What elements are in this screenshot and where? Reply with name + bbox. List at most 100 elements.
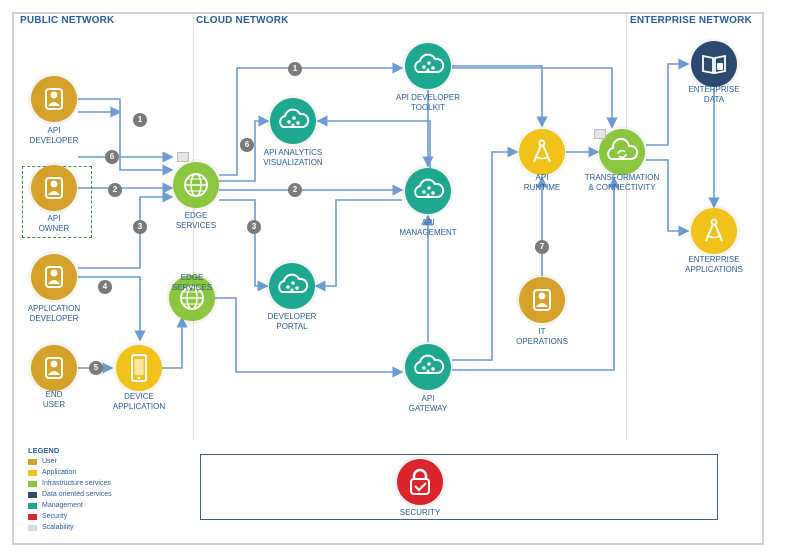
label-line: API (421, 218, 435, 227)
cloud-network-icon (414, 178, 445, 198)
legend-swatch (28, 480, 37, 487)
book-icon (702, 54, 726, 75)
step-badge: 6 (240, 138, 254, 152)
legend-title: LEGEND (28, 446, 60, 455)
compass-icon (705, 218, 723, 242)
label-line: TRANSFORMATION (584, 173, 660, 182)
cloud-network-icon (414, 53, 445, 73)
api-analytics-node (270, 98, 316, 144)
person-icon (45, 357, 63, 379)
legend-label: Management (42, 502, 83, 509)
api-runtime-node (519, 129, 565, 175)
label-line: API DEVELOPER (395, 93, 461, 102)
end-user-node (31, 345, 77, 391)
connector-line (78, 98, 174, 176)
label-line: API (47, 126, 61, 135)
label-line: API (421, 394, 435, 403)
edge-services-bottom-node (169, 275, 215, 321)
label-line: DEVELOPER (29, 136, 79, 145)
legend-label: Infrastructure services (42, 480, 111, 487)
connector-line (452, 65, 548, 128)
step-badge: 3 (133, 220, 147, 234)
security-label: SECURITY (400, 508, 440, 518)
connector-line (314, 199, 402, 292)
connector-line (452, 146, 519, 361)
connector-line (646, 159, 690, 237)
label-line: ENTERPRISE (688, 255, 740, 264)
label-line: IT (538, 327, 546, 336)
label-line: RUNTIME (523, 183, 561, 192)
label-line: ENTERPRISE (688, 85, 740, 94)
security-panel (200, 454, 718, 520)
connector-line (646, 58, 690, 146)
step-badge: 4 (98, 280, 112, 294)
cloud-network-icon (414, 354, 445, 374)
security-node (397, 459, 443, 505)
step-badge: 1 (133, 113, 147, 127)
person-icon (45, 88, 63, 110)
compass-icon (533, 139, 551, 163)
label-line: OWNER (38, 224, 70, 233)
legend-swatch (28, 524, 37, 531)
label-line: OPERATIONS (516, 337, 568, 346)
legend-label: Data oriented services (42, 491, 112, 498)
transformation-label: TRANSFORMATION& CONNECTIVITY (585, 173, 660, 193)
legend-item: Infrastructure services (28, 478, 112, 489)
legend-swatch (28, 502, 37, 509)
step-badge: 6 (105, 150, 119, 164)
label-line: DATA (703, 95, 725, 104)
lock-icon (410, 468, 430, 495)
person-icon (533, 289, 551, 311)
api-developer-node (31, 76, 77, 122)
connector-line (215, 297, 404, 378)
cloud-cycle-icon (607, 137, 639, 160)
api-owner-node (31, 165, 77, 211)
step-badge: 5 (89, 361, 103, 375)
label-line: API ANALYTICS (263, 148, 323, 157)
legend-swatch (28, 491, 37, 498)
connector-line (452, 67, 618, 129)
zone-title-enterprise: ENTERPRISE NETWORK (630, 15, 752, 26)
legend-label: Security (42, 513, 68, 520)
legend-label: User (42, 458, 57, 465)
connector-line (219, 62, 404, 176)
legend-item: User (28, 456, 112, 467)
label-line: TOOLKIT (410, 103, 446, 112)
legend-label: Scalability (42, 524, 74, 531)
label-line: API (535, 173, 549, 182)
label-line: PORTAL (276, 322, 308, 331)
connector-line (78, 276, 146, 342)
zone-title-cloud: CLOUD NETWORK (196, 15, 289, 26)
connector-line (162, 316, 188, 369)
developer-portal-node (269, 263, 315, 309)
label-line: SECURITY (399, 508, 441, 517)
api-developer-toolkit-node (405, 43, 451, 89)
label-line: MANAGEMENT (399, 228, 457, 237)
api-management-node (405, 168, 451, 214)
label-line: & CONNECTIVITY (588, 183, 656, 192)
transformation-node (599, 129, 645, 175)
legend-swatch (28, 469, 37, 476)
edge-services-top-node (173, 162, 219, 208)
legend-label: Application (42, 469, 77, 476)
legend-swatch (28, 458, 37, 465)
cloud-network-icon (278, 273, 309, 293)
legend-item: Management (28, 500, 112, 511)
diagram-frame (12, 12, 764, 545)
